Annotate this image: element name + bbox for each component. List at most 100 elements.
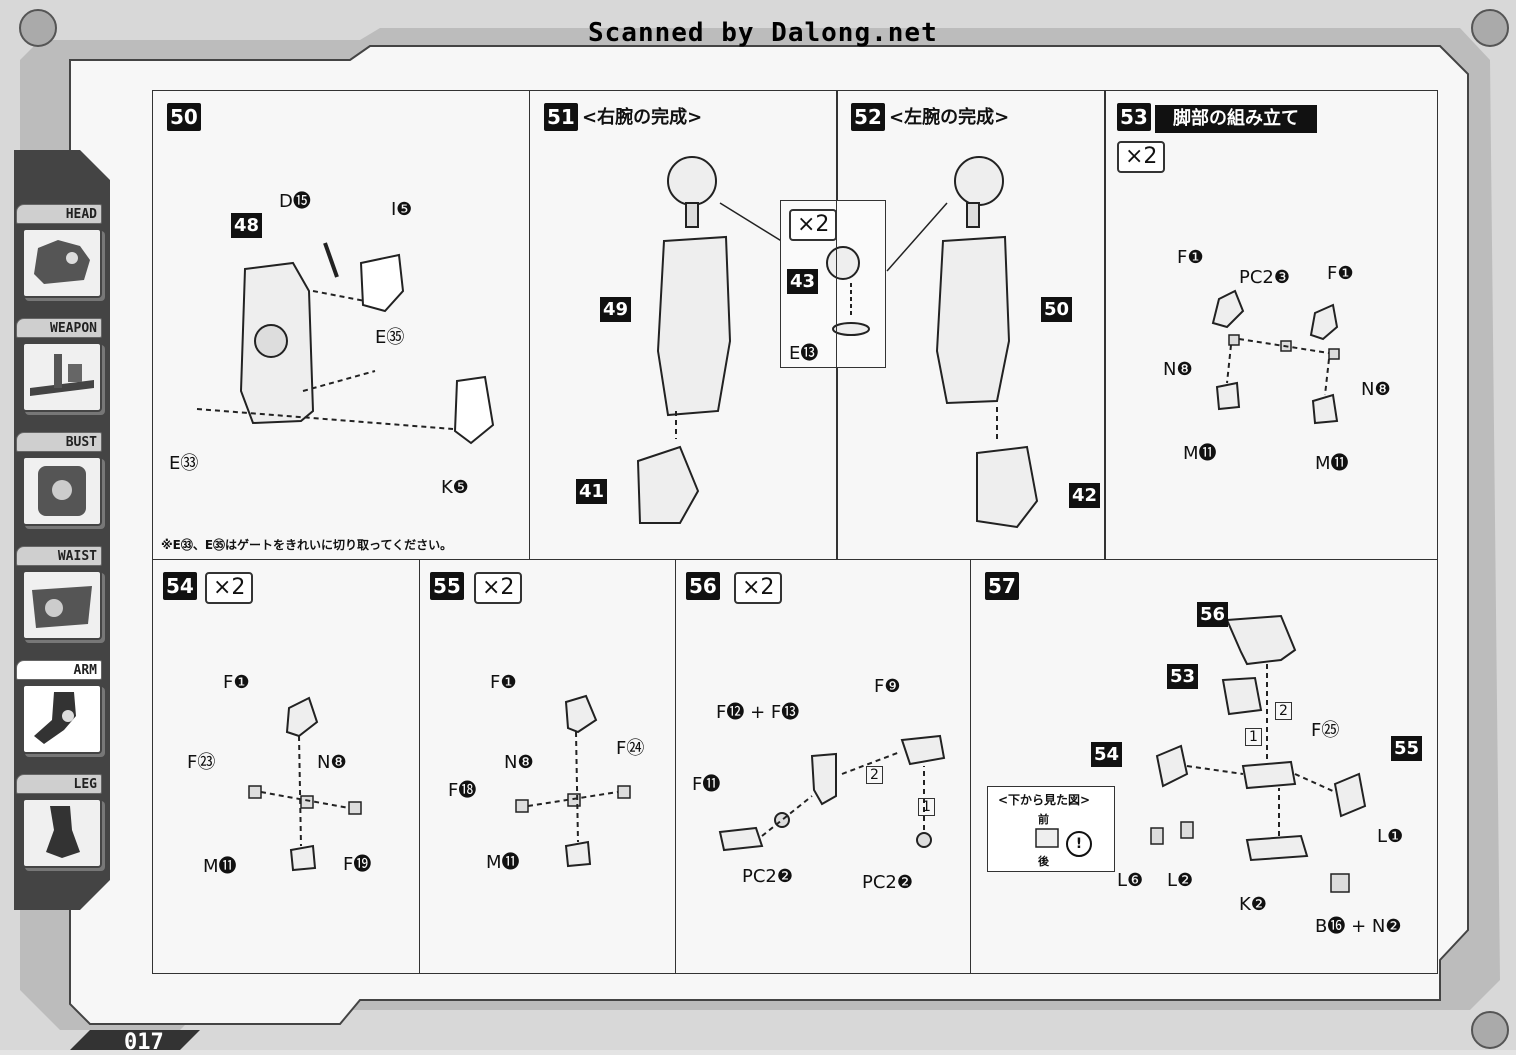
sidebar-item-bust[interactable]: BUST	[14, 424, 106, 536]
label-pc2-3: PC2❸	[1239, 267, 1291, 288]
sidebar-nav: HEAD WEAPON BUST WAIST ARM LEG	[14, 196, 110, 880]
arm-assembly-drawing	[196, 242, 495, 445]
x2-callout-box: ×2 43 E⓭	[780, 200, 886, 368]
label-n8: N❽	[317, 752, 347, 773]
label-m11: M⓫	[486, 852, 520, 873]
step-number: 54	[163, 572, 197, 600]
warning-icon: !	[1066, 831, 1092, 857]
inset-front-label: 前	[1038, 813, 1049, 826]
sidebar-item-label: ARM	[16, 660, 102, 680]
step-52-panel: 52 <左腕の完成> 50 42	[836, 90, 1106, 560]
hip-joint-drawing	[718, 734, 946, 852]
part-54-badge: 54	[1091, 742, 1123, 767]
label-k5: K❺	[441, 477, 469, 498]
step-number: 50	[167, 103, 201, 131]
gate-cut-note: ※E㉝、E㉟はゲートをきれいに切り取ってください。	[161, 538, 453, 552]
sidebar-item-head[interactable]: HEAD	[14, 196, 106, 308]
multiplier-tag: ×2	[734, 572, 783, 604]
sidebar-item-label: BUST	[16, 432, 102, 452]
multiplier-tag: ×2	[789, 209, 838, 241]
sidebar-item-leg[interactable]: LEG	[14, 766, 106, 878]
label-f25: F㉕	[1311, 720, 1340, 741]
weapon-icon	[22, 342, 102, 412]
step-56-panel: 56 ×2 F❾ F⓬ + F⓭ F⓫ 2 1 PC2❷ PC2❷	[675, 559, 971, 974]
sidebar-item-label: LEG	[16, 774, 102, 794]
arm-icon	[22, 684, 102, 754]
part-41-badge: 41	[576, 479, 608, 504]
label-b16-n2: B⓰ + N❷	[1315, 916, 1402, 937]
step-number: 53	[1117, 103, 1151, 131]
sidebar-item-waist[interactable]: WAIST	[14, 538, 106, 650]
label-f1-right: F❶	[1327, 263, 1354, 284]
step-50-panel: 50 48 D⓯ I❺ E㉟ E㉝ K❺ ※E㉝、E㉟はゲートをきれいに切り取っ…	[152, 90, 530, 560]
part-50-badge: 50	[1041, 297, 1073, 322]
step-number: 57	[985, 572, 1019, 600]
step-title: <右腕の完成>	[582, 107, 703, 128]
label-m11-right: M⓫	[1315, 453, 1349, 474]
label-order-1: 1	[918, 798, 935, 816]
right-arm-drawing	[636, 156, 831, 524]
label-m11-left: M⓫	[1183, 443, 1217, 464]
label-f11: F⓫	[692, 774, 721, 795]
label-i5: I❺	[391, 199, 413, 220]
step-number: 55	[430, 572, 464, 600]
step-54-panel: 54 ×2 F❶ F㉓ N❽ M⓫ F⓳	[152, 559, 420, 974]
label-order-1: 1	[1245, 728, 1262, 746]
inset-title: <下から見た図>	[998, 793, 1091, 807]
part-56-badge: 56	[1197, 602, 1229, 627]
label-f1-left: F❶	[1177, 247, 1204, 268]
part-43-badge: 43	[787, 269, 819, 294]
label-f23: F㉓	[187, 752, 216, 773]
inset-back-label: 後	[1038, 855, 1049, 868]
step-number: 56	[686, 572, 720, 600]
step-title: 脚部の組み立て	[1155, 105, 1317, 133]
label-order-2: 2	[1275, 702, 1292, 720]
multiplier-tag: ×2	[474, 572, 523, 604]
label-m11: M⓫	[203, 856, 237, 877]
label-n8-left: N❽	[1163, 359, 1193, 380]
sidebar-item-label: WAIST	[16, 546, 102, 566]
part-outline-drawing	[1035, 828, 1059, 848]
part-42-badge: 42	[1069, 483, 1101, 508]
part-55-badge: 55	[1391, 736, 1423, 761]
part-48-badge: 48	[231, 213, 263, 238]
label-f19: F⓳	[343, 854, 372, 875]
label-l2: L❷	[1167, 870, 1194, 891]
sidebar-item-label: HEAD	[16, 204, 102, 224]
label-n8-right: N❽	[1361, 379, 1391, 400]
leg-joint-drawing	[1211, 289, 1340, 425]
part-53-badge: 53	[1167, 664, 1199, 689]
step-number: 52	[851, 103, 885, 131]
label-f9: F❾	[874, 676, 901, 697]
label-l6: L❻	[1117, 870, 1144, 891]
label-n8: N❽	[504, 752, 534, 773]
label-l1: L❶	[1377, 826, 1404, 847]
step-55-panel: 55 ×2 F❶ F㉔ N❽ F⓲ M⓫	[419, 559, 676, 974]
label-pc2-2-right: PC2❷	[862, 872, 914, 893]
step-title: <左腕の完成>	[889, 107, 1010, 128]
leg-icon	[22, 798, 102, 868]
step-53-panel: 53 脚部の組み立て ×2 F❶ PC2❸ F❶ N❽ N❽ M⓫ M⓫	[1104, 90, 1438, 560]
label-f18: F⓲	[448, 780, 477, 801]
step-number: 51	[544, 103, 578, 131]
joint-drawing	[515, 694, 631, 868]
label-pc2-2-left: PC2❷	[742, 866, 794, 887]
bottom-view-inset: <下から見た図> 前 後 !	[987, 786, 1115, 872]
label-k2: K❷	[1239, 894, 1267, 915]
sidebar-item-weapon[interactable]: WEAPON	[14, 310, 106, 422]
head-icon	[22, 228, 102, 298]
waist-icon	[22, 570, 102, 640]
joint-drawing	[248, 696, 362, 872]
page-number: 017	[124, 1030, 164, 1055]
label-f24: F㉔	[616, 738, 645, 759]
label-f1: F❶	[223, 672, 250, 693]
multiplier-tag: ×2	[205, 572, 254, 604]
scan-credit: Scanned by Dalong.net	[588, 18, 938, 48]
label-e33: E㉝	[169, 453, 199, 474]
label-e35: E㉟	[375, 327, 405, 348]
sidebar-item-arm[interactable]: ARM	[14, 652, 106, 764]
leg-assembly-drawing	[1150, 614, 1367, 893]
step-51-panel: 51 <右腕の完成> 49 41	[529, 90, 838, 560]
left-arm-drawing	[886, 156, 1039, 529]
